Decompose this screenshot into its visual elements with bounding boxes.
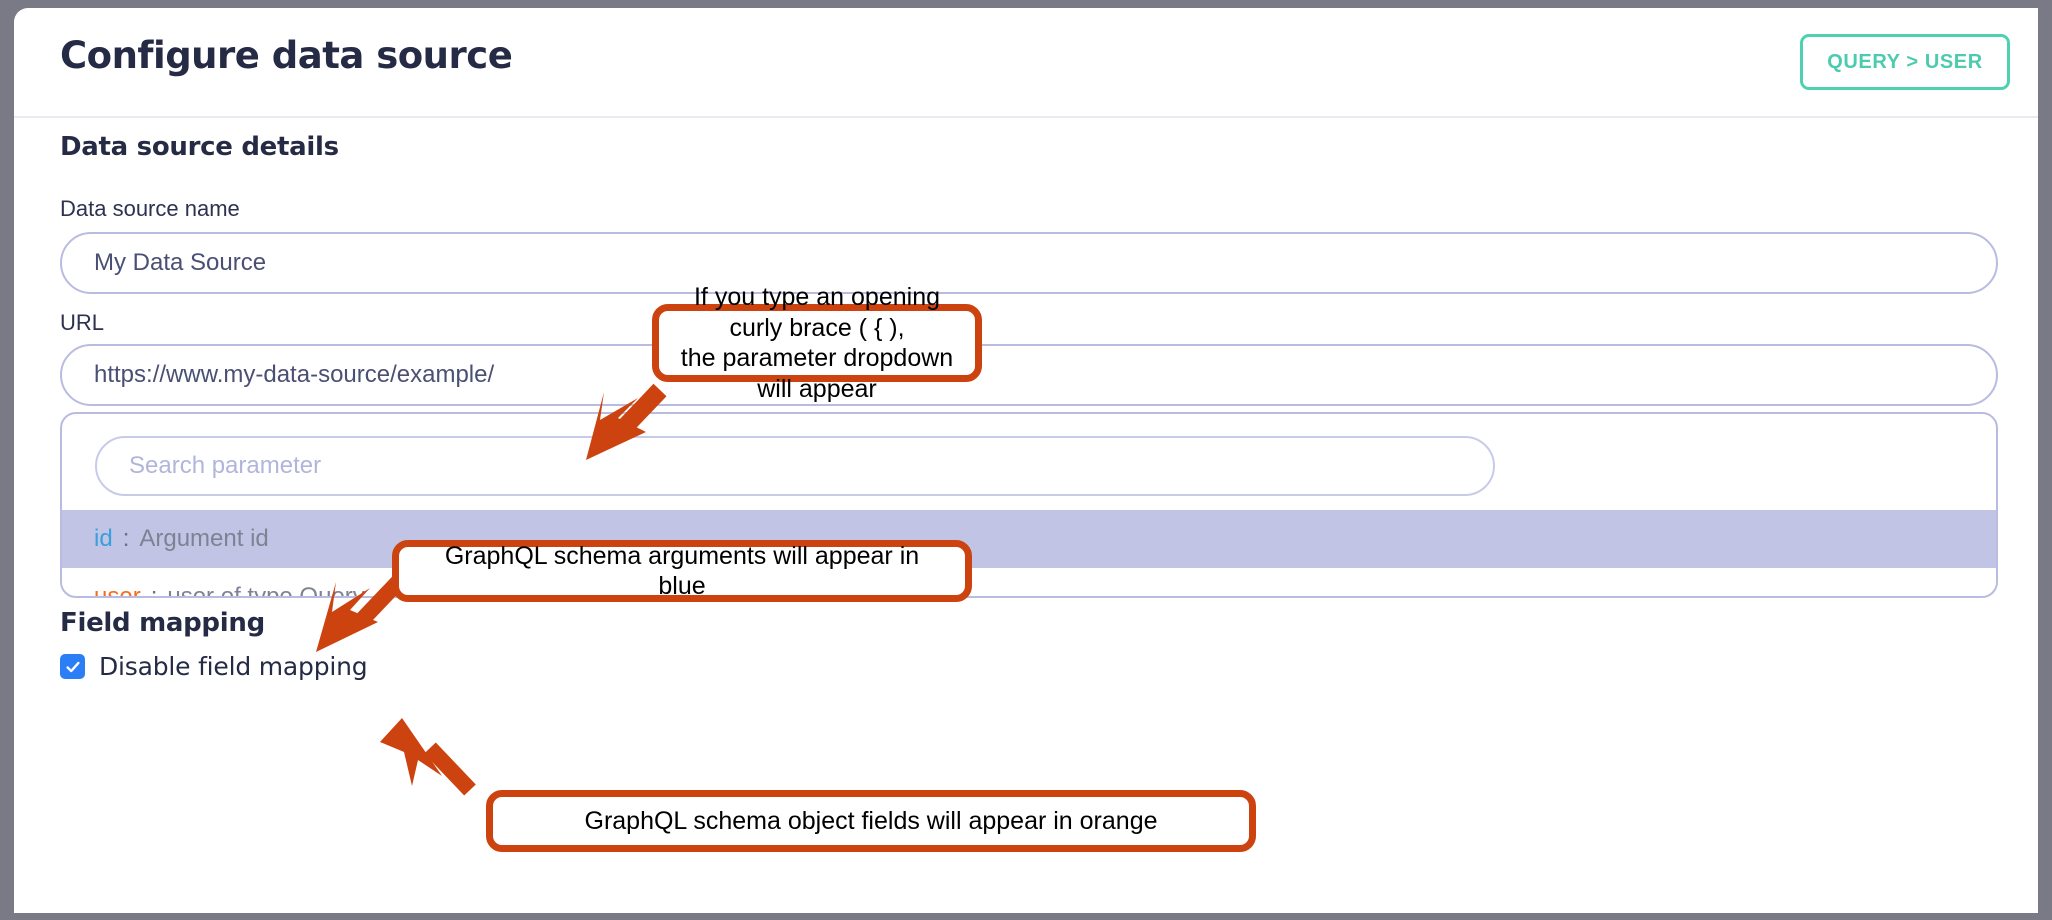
- data-source-name-label: Data source name: [60, 196, 240, 221]
- parameter-key: id: [94, 525, 113, 552]
- data-source-details-heading: Data source details: [60, 132, 339, 162]
- query-user-breadcrumb-button[interactable]: QUERY > USER: [1800, 34, 2010, 90]
- annotation-callout-1: If you type an opening curly brace ( { )…: [652, 283, 982, 403]
- disable-field-mapping-label: Disable field mapping: [99, 652, 368, 681]
- annotation-callout-3: GraphQL schema object fields will appear…: [486, 790, 1256, 852]
- card-header: Configure data source QUERY > USER: [14, 8, 2038, 118]
- search-parameter-input[interactable]: Search parameter: [95, 436, 1495, 496]
- url-label: URL: [60, 310, 105, 335]
- parameter-description: user of type Query: [167, 583, 365, 598]
- data-source-name-input[interactable]: My Data Source: [60, 232, 1998, 294]
- parameter-row-id[interactable]: id : Argument id: [62, 510, 1996, 568]
- parameter-row-user[interactable]: user : user of type Query: [62, 568, 1996, 598]
- url-input[interactable]: https://www.my-data-source/example/: [60, 344, 1998, 406]
- annotation-callout-2: GraphQL schema arguments will appear in …: [392, 540, 972, 602]
- parameter-colon: :: [150, 583, 158, 598]
- page-title: Configure data source: [60, 34, 513, 77]
- disable-field-mapping-row[interactable]: Disable field mapping: [60, 652, 368, 681]
- checkbox-checked-icon[interactable]: [60, 654, 85, 679]
- parameter-key: user: [94, 583, 141, 598]
- parameter-description: Argument id: [139, 525, 269, 552]
- parameter-colon: :: [122, 525, 130, 552]
- parameter-dropdown-panel: Search parameter id : Argument id user :…: [60, 412, 1998, 598]
- field-mapping-heading: Field mapping: [60, 608, 265, 638]
- configure-data-source-card: Configure data source QUERY > USER Data …: [14, 8, 2038, 913]
